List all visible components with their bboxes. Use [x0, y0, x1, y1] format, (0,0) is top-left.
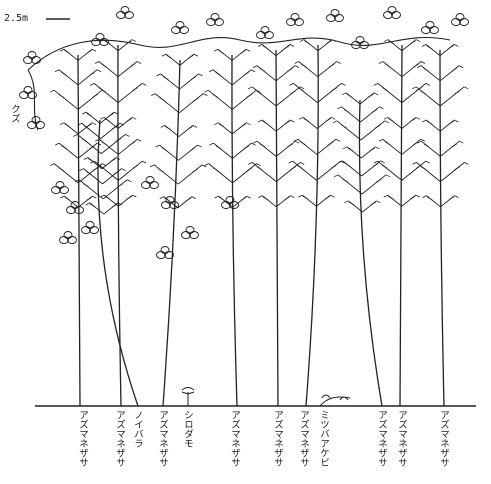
bamboo-culm — [400, 45, 402, 406]
species-label-a1: アズマネザサ — [77, 410, 88, 467]
bamboo-culm — [359, 100, 382, 406]
bamboo-culm — [118, 45, 121, 406]
kudzu-leaf — [452, 14, 469, 26]
kudzu-leaf — [92, 34, 109, 46]
species-label-n1: ノイバラ — [132, 410, 143, 448]
species-label-s1: シロダモ — [182, 410, 193, 448]
kudzu-leaf — [67, 202, 84, 214]
kudzu-leaf — [384, 7, 401, 19]
climber-label: クズ — [7, 104, 21, 123]
kudzu-leaf — [222, 197, 239, 209]
seedlings — [182, 388, 350, 407]
bamboo-culm — [306, 45, 318, 406]
kudzu-leaf — [60, 232, 77, 244]
kudzu-leaf — [207, 14, 224, 26]
species-label-a4: アズマネザサ — [229, 410, 240, 467]
bamboo-stems — [50, 40, 468, 406]
kudzu-leaf — [142, 177, 159, 189]
kudzu-leaf — [52, 182, 69, 194]
kudzu-leaf — [352, 37, 369, 49]
species-label-a5: アズマネザサ — [272, 410, 283, 467]
kudzu-leaf — [257, 27, 274, 39]
kudzu-leaf — [82, 222, 99, 234]
bamboo-culm — [276, 50, 278, 406]
kudzu-leaf — [287, 14, 304, 26]
kudzu-leaf — [172, 22, 189, 34]
kudzu-leaf — [117, 7, 134, 19]
species-label-a8: アズマネザサ — [396, 410, 407, 467]
kudzu-leaf — [327, 10, 344, 22]
species-label-a7: アズマネザサ — [376, 410, 387, 467]
species-label-m1: ミツバアケビ — [318, 410, 329, 467]
akebi-vine — [320, 395, 350, 406]
kudzu-leaf — [182, 227, 199, 239]
species-label-a3: アズマネザサ — [157, 410, 168, 467]
species-label-a9: アズマネザサ — [438, 410, 449, 467]
kudzu-leaf — [157, 247, 174, 259]
species-label-a2: アズマネザサ — [114, 410, 125, 467]
shirodamo-seedling — [182, 388, 194, 407]
kudzu-leaf — [422, 22, 439, 34]
scale-label: 2.5m — [4, 13, 28, 24]
species-label-a6: アズマネザサ — [298, 410, 309, 467]
